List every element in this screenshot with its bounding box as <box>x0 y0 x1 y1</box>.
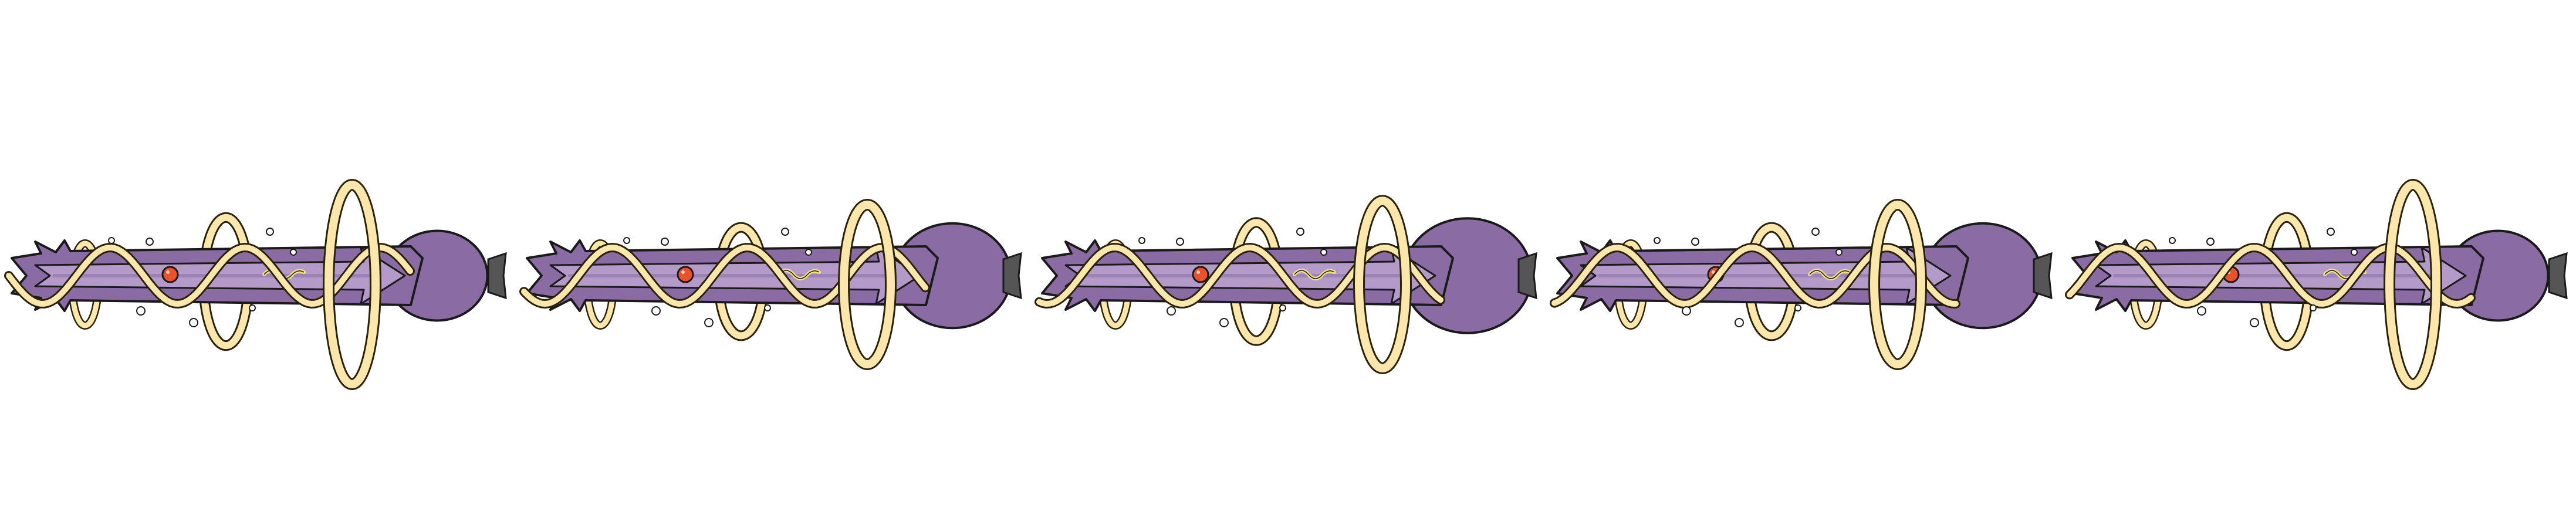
debris-particle <box>249 304 256 311</box>
helix-icon <box>521 244 928 307</box>
debris-particle <box>136 306 146 316</box>
debris-particle <box>1176 238 1184 246</box>
debris-particle <box>2169 237 2176 244</box>
debris-particle <box>1691 238 1699 246</box>
ring-icon <box>840 201 895 368</box>
core-highlight <box>1196 270 1200 274</box>
helix-icon <box>6 244 413 307</box>
sprite-frame <box>2065 179 2568 390</box>
sprite-frame <box>519 199 1022 370</box>
debris-particle <box>623 237 630 244</box>
debris-particle <box>1654 237 1661 244</box>
debris-particle <box>781 228 789 236</box>
debris-particle <box>146 238 154 246</box>
beam-tip <box>1517 252 1537 300</box>
helix-icon <box>1551 244 1959 307</box>
debris-particle <box>651 306 661 316</box>
debris-particle <box>805 249 812 256</box>
debris-particle <box>764 304 771 311</box>
sprite-frame <box>1550 199 2053 370</box>
helix-icon <box>1036 244 1443 307</box>
beam-tip <box>1002 252 1022 300</box>
core-icon <box>677 266 694 283</box>
debris-particle <box>1296 228 1304 236</box>
ring-icon <box>1870 201 1925 368</box>
debris-particle <box>661 238 669 246</box>
debris-particle <box>108 237 115 244</box>
ring-icon <box>2385 181 2440 388</box>
ring-icon <box>324 181 380 388</box>
core-highlight <box>166 270 170 274</box>
debris-particle <box>1835 249 1843 256</box>
sprite-frame <box>1035 195 1537 374</box>
spark-outline <box>1294 270 1335 279</box>
debris-particle <box>1794 304 1801 311</box>
debris-particle <box>2250 318 2259 327</box>
debris-particle <box>704 318 714 327</box>
debris-particle <box>1320 249 1327 256</box>
debris-particle <box>2351 249 2358 256</box>
beam-tip <box>2548 252 2568 300</box>
debris-particle <box>1682 306 1691 316</box>
spark-outline <box>779 270 820 279</box>
beam-tip <box>2033 252 2053 300</box>
debris-particle <box>290 249 297 256</box>
debris-particle <box>189 318 198 327</box>
debris-particle <box>1219 318 1229 327</box>
ring-icon <box>1355 196 1410 372</box>
debris-particle <box>266 228 274 236</box>
debris-particle <box>2310 304 2317 311</box>
spark-outline <box>1809 270 1850 279</box>
core-icon <box>1192 266 1209 283</box>
debris-particle <box>2206 238 2215 246</box>
core-icon <box>161 266 179 283</box>
helix-icon <box>2067 244 2474 307</box>
debris-particle <box>1138 237 1145 244</box>
debris-particle <box>1811 228 1820 236</box>
core-highlight <box>681 270 685 274</box>
debris-particle <box>2327 228 2335 236</box>
debris-particle <box>2197 306 2206 316</box>
debris-particle <box>1167 306 1176 316</box>
debris-particle <box>1279 304 1286 311</box>
beam-tip <box>487 252 507 300</box>
sprite-frame <box>4 179 507 390</box>
debris-particle <box>1735 318 1744 327</box>
